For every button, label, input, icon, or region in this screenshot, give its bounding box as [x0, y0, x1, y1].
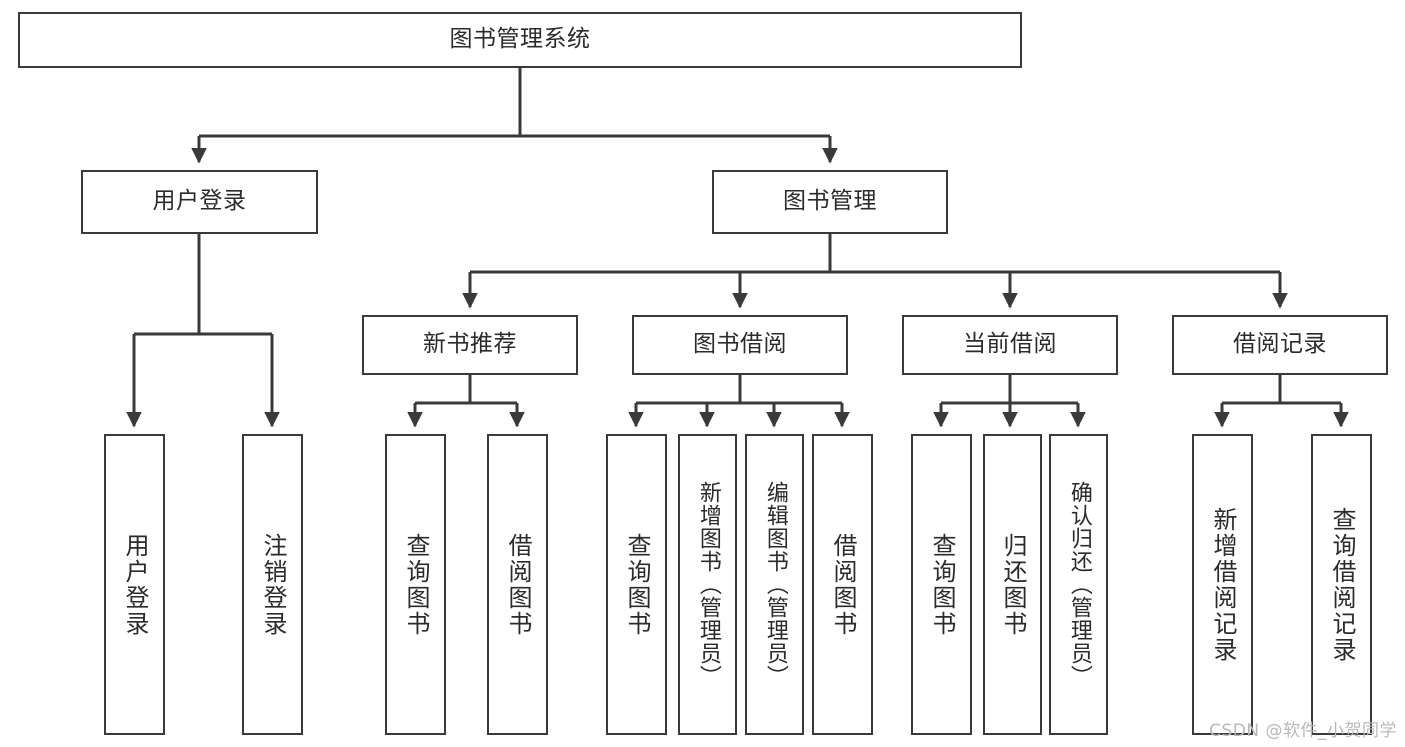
node-label: 查询图书 [622, 532, 651, 637]
node-label: 查询借阅记录 [1327, 506, 1356, 663]
node-label: 新增借阅记录 [1208, 506, 1237, 663]
node-leaf-add-record[interactable]: 新增借阅记录 [1192, 434, 1253, 735]
node-current-borrow[interactable]: 当前借阅 [902, 315, 1118, 375]
node-user-login[interactable]: 用户登录 [81, 170, 318, 234]
node-leaf-borrow-book-1[interactable]: 借阅图书 [487, 434, 548, 735]
node-label: 借阅记录 [1233, 331, 1327, 358]
node-leaf-user-login[interactable]: 用户登录 [104, 434, 165, 735]
node-label: 归还图书 [998, 532, 1027, 637]
node-book-borrow[interactable]: 图书借阅 [632, 315, 848, 375]
node-leaf-query-book-2[interactable]: 查询图书 [606, 434, 667, 735]
node-label: 图书管理系统 [449, 26, 591, 53]
node-label: 借阅图书 [503, 532, 532, 637]
node-borrow-record[interactable]: 借阅记录 [1172, 315, 1388, 375]
node-leaf-query-book-1[interactable]: 查询图书 [385, 434, 446, 735]
node-leaf-logout-login[interactable]: 注销登录 [242, 434, 303, 735]
node-label: 图书管理 [783, 188, 877, 215]
node-new-book-recommend[interactable]: 新书推荐 [362, 315, 578, 375]
node-leaf-borrow-book-2[interactable]: 借阅图书 [812, 434, 873, 735]
node-label: 查询图书 [927, 532, 956, 637]
node-label: 注销登录 [258, 532, 287, 637]
node-label: 确认归还（管理员） [1066, 481, 1092, 688]
node-label: 编辑图书（管理员） [762, 481, 788, 688]
node-leaf-confirm-return[interactable]: 确认归还（管理员） [1049, 434, 1108, 735]
node-label: 新增图书（管理员） [695, 481, 721, 688]
node-leaf-edit-book[interactable]: 编辑图书（管理员） [745, 434, 804, 735]
node-root-book-management-system[interactable]: 图书管理系统 [18, 12, 1022, 68]
node-label: 用户登录 [152, 188, 247, 215]
node-leaf-add-book[interactable]: 新增图书（管理员） [678, 434, 737, 735]
node-leaf-query-book-3[interactable]: 查询图书 [911, 434, 972, 735]
node-label: 用户登录 [120, 532, 149, 637]
node-label: 图书借阅 [693, 331, 787, 358]
node-leaf-return-book[interactable]: 归还图书 [983, 434, 1042, 735]
node-leaf-query-record[interactable]: 查询借阅记录 [1311, 434, 1372, 735]
node-label: 查询图书 [401, 532, 430, 637]
node-label: 当前借阅 [963, 331, 1057, 358]
csdn-watermark: CSDN @软件_小贺同学 [1209, 721, 1397, 741]
node-label: 借阅图书 [828, 532, 857, 637]
node-book-manage[interactable]: 图书管理 [712, 170, 948, 234]
node-label: 新书推荐 [423, 331, 517, 358]
